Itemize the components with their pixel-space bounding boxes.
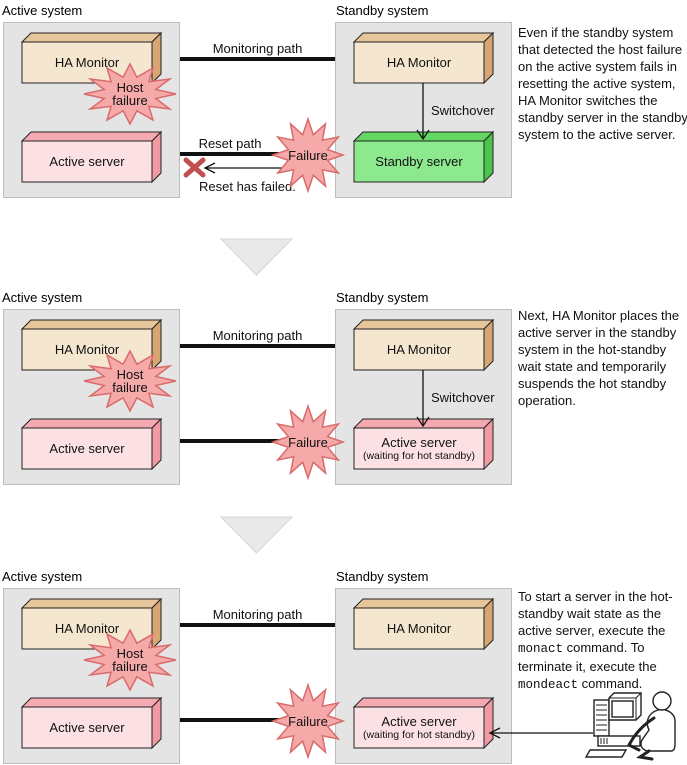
active-system-title: Active system xyxy=(2,3,83,18)
switchover-label: Switchover xyxy=(431,103,495,118)
switchover-arrow-icon xyxy=(416,370,430,428)
monitoring-path-line xyxy=(180,57,335,61)
operator-command-arrow-icon xyxy=(488,727,593,739)
flow-arrow-triangle-icon xyxy=(220,516,293,554)
standby-ha-monitor-box: HA Monitor xyxy=(353,319,494,371)
standby-ha-monitor-label: HA Monitor xyxy=(386,341,452,357)
monitoring-path-label: Monitoring path xyxy=(212,328,303,343)
host-failure-burst-icon: Host failure xyxy=(81,627,179,693)
standby-waiting-server-label: Active server (waiting for hot standby) xyxy=(362,434,476,462)
switchover-arrow-icon xyxy=(416,83,430,141)
panel-monact-command: Active system Standby system Monitoring … xyxy=(0,566,687,765)
standby-ha-monitor-label: HA Monitor xyxy=(386,54,452,70)
active-ha-monitor-box: HA Monitor xyxy=(21,598,162,650)
active-ha-monitor-label: HA Monitor xyxy=(54,620,120,636)
standby-server-box: Standby server xyxy=(353,131,494,183)
panel-description: Next, HA Monitor places the active serve… xyxy=(518,308,680,408)
reset-path-line xyxy=(180,152,280,156)
standby-ha-monitor-box: HA Monitor xyxy=(353,598,494,650)
failure-burst-icon: Failure xyxy=(270,682,346,760)
monitoring-path-line xyxy=(180,623,335,627)
switchover-label: Switchover xyxy=(431,390,495,405)
active-server-box: Active server xyxy=(21,131,162,183)
active-server-box: Active server xyxy=(21,697,162,749)
standby-ha-monitor-label: HA Monitor xyxy=(386,620,452,636)
panel-description: Even if the standby system that detected… xyxy=(518,25,687,142)
failure-burst-icon: Failure xyxy=(270,403,346,481)
failed-path-line xyxy=(180,718,280,722)
host-failure-label: Host failure xyxy=(112,367,148,395)
active-server-label: Active server xyxy=(49,440,125,456)
flow-arrow-triangle-icon xyxy=(220,238,293,276)
active-ha-monitor-box: HA Monitor xyxy=(21,319,162,371)
standby-system-title: Standby system xyxy=(336,569,429,584)
active-system-title: Active system xyxy=(2,290,83,305)
standby-waiting-server-box: Active server (waiting for hot standby) xyxy=(353,418,494,470)
active-ha-monitor-label: HA Monitor xyxy=(54,54,120,70)
active-ha-monitor-box: HA Monitor xyxy=(21,32,162,84)
monitoring-path-line xyxy=(180,344,335,348)
active-system-title: Active system xyxy=(2,569,83,584)
failure-label: Failure xyxy=(288,434,328,450)
active-ha-monitor-label: HA Monitor xyxy=(54,341,120,357)
panel-description: To start a server in the hot-standby wai… xyxy=(518,589,673,692)
standby-server-label: Standby server xyxy=(375,153,463,169)
standby-waiting-server-box: Active server (waiting for hot standby) xyxy=(353,697,494,749)
failure-label: Failure xyxy=(288,713,328,729)
standby-system-title: Standby system xyxy=(336,290,429,305)
standby-system-title: Standby system xyxy=(336,3,429,18)
reset-failed-x-icon xyxy=(183,157,206,178)
failure-burst-icon: Failure xyxy=(270,116,346,194)
reset-path-label: Reset path xyxy=(198,136,262,151)
failed-path-line xyxy=(180,439,280,443)
standby-waiting-server-label: Active server (waiting for hot standby) xyxy=(362,713,476,741)
failure-label: Failure xyxy=(288,147,328,163)
monitoring-path-label: Monitoring path xyxy=(212,607,303,622)
active-server-box: Active server xyxy=(21,418,162,470)
active-server-label: Active server xyxy=(49,719,125,735)
monitoring-path-label: Monitoring path xyxy=(212,41,303,56)
active-server-label: Active server xyxy=(49,153,125,169)
host-failure-burst-icon: Host failure xyxy=(81,61,179,127)
host-failure-label: Host failure xyxy=(112,646,148,674)
host-failure-label: Host failure xyxy=(112,80,148,108)
panel-reset-fails: Active system Standby system Monitoring … xyxy=(0,0,687,205)
panel-hot-standby-wait: Active system Standby system Monitoring … xyxy=(0,287,687,492)
operator-terminal-icon xyxy=(584,691,676,761)
standby-ha-monitor-box: HA Monitor xyxy=(353,32,494,84)
reset-failed-label: Reset has failed. xyxy=(199,179,296,194)
host-failure-burst-icon: Host failure xyxy=(81,348,179,414)
